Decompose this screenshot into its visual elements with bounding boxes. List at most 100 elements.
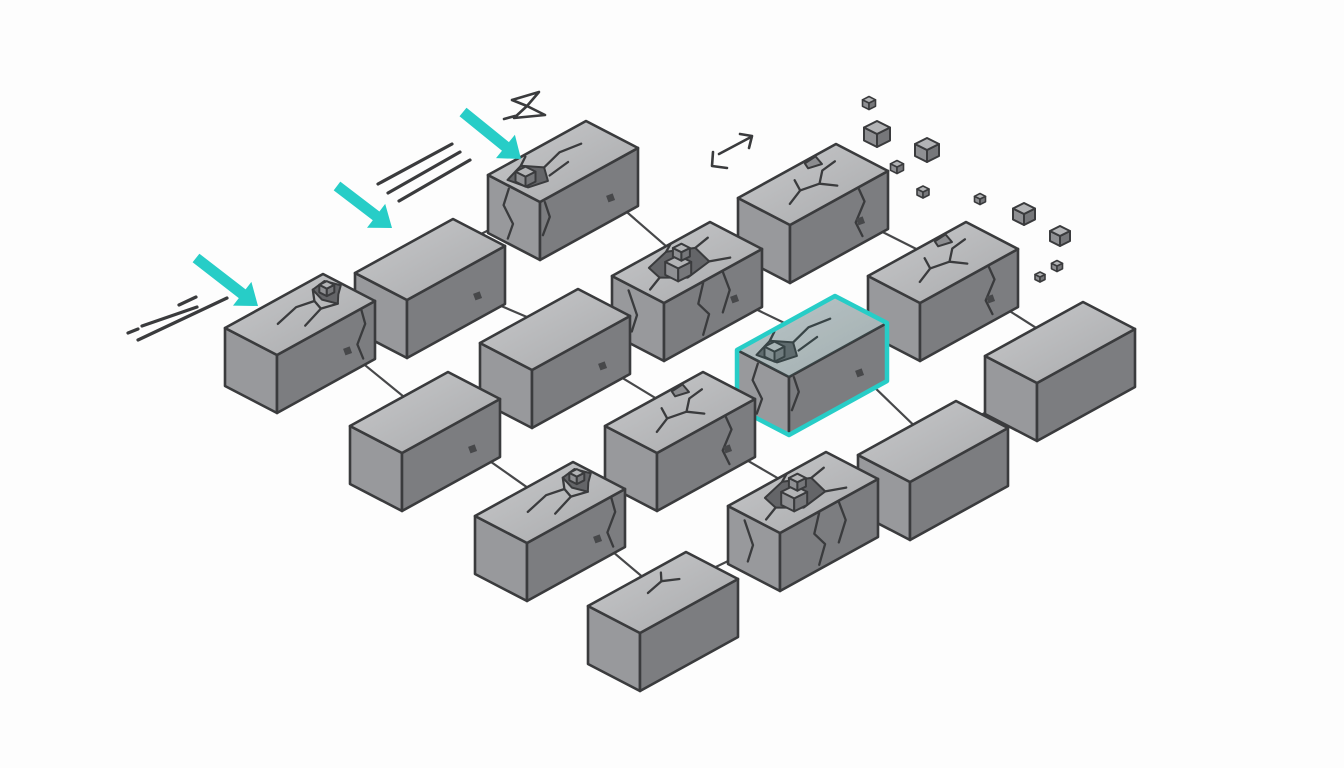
crack-line bbox=[542, 142, 583, 169]
crack-line bbox=[356, 308, 367, 360]
debris-fragment bbox=[318, 280, 336, 298]
block-b6-damaged bbox=[866, 220, 1020, 363]
crack-line bbox=[923, 257, 932, 270]
crack-line bbox=[837, 500, 847, 544]
crack-line bbox=[541, 201, 551, 237]
cube-top-face bbox=[671, 242, 691, 254]
block-top-face bbox=[586, 550, 740, 635]
motion-lines bbox=[376, 142, 472, 203]
crack-line bbox=[818, 182, 839, 187]
block-top-face bbox=[856, 399, 1010, 484]
debris-cube bbox=[889, 159, 905, 175]
cube-top-face bbox=[1050, 259, 1064, 267]
block-b12-damaged bbox=[603, 370, 757, 513]
crack-line bbox=[854, 187, 866, 238]
crack-line bbox=[781, 472, 788, 483]
crack-line bbox=[606, 496, 617, 548]
cube-top-face bbox=[514, 165, 537, 178]
crack-hole bbox=[803, 155, 823, 170]
cube-top-face bbox=[914, 137, 940, 151]
selection-tint bbox=[737, 296, 887, 377]
connection-nodes bbox=[343, 193, 996, 544]
block-top-face bbox=[983, 300, 1137, 385]
crack-line bbox=[648, 276, 661, 291]
crack-line bbox=[665, 242, 672, 253]
debris-cube bbox=[1034, 271, 1046, 283]
debris-fragment bbox=[568, 468, 586, 486]
connection-node-dot bbox=[723, 444, 733, 454]
crack-line bbox=[563, 487, 573, 498]
debris-fragment bbox=[514, 165, 537, 188]
crack-line bbox=[810, 466, 825, 480]
debris-cube bbox=[1049, 225, 1071, 247]
cube-top-face bbox=[1034, 271, 1046, 278]
crack-line bbox=[813, 511, 827, 566]
annotations bbox=[126, 90, 1071, 342]
connection-node-dot bbox=[598, 361, 608, 371]
block-top-face bbox=[603, 370, 757, 455]
block-top-face bbox=[866, 220, 1020, 305]
debris-cube bbox=[861, 95, 877, 111]
crack-line bbox=[313, 299, 323, 310]
debris-fragment bbox=[787, 472, 807, 492]
connection-node-dot bbox=[468, 444, 478, 454]
cube-top-face bbox=[916, 185, 930, 193]
crack-line bbox=[708, 256, 732, 263]
connection-node-dot bbox=[856, 216, 866, 226]
motion-lines bbox=[126, 295, 229, 342]
crack-line bbox=[768, 330, 776, 342]
crack-hole bbox=[933, 233, 953, 248]
block-b1-damaged bbox=[223, 272, 377, 415]
cube-top-face bbox=[763, 340, 786, 353]
block-top-face bbox=[736, 142, 890, 227]
cube-top-face bbox=[1049, 225, 1071, 237]
crack-line bbox=[721, 270, 731, 314]
block-b14-intact bbox=[856, 399, 1010, 542]
debris-fragment bbox=[763, 340, 786, 363]
block-grid bbox=[223, 119, 1137, 693]
crack-line bbox=[721, 415, 733, 466]
block-b15-damaged bbox=[586, 550, 740, 693]
cube-top-face bbox=[787, 472, 807, 484]
crack-hole bbox=[670, 383, 690, 398]
debris-cube bbox=[1050, 259, 1064, 273]
block-top-face bbox=[478, 287, 632, 372]
connection-node-dot bbox=[473, 291, 483, 301]
impact-arrow-left bbox=[192, 253, 258, 306]
expand-icon bbox=[710, 132, 754, 170]
block-b2-intact bbox=[353, 217, 507, 360]
debris-cube bbox=[863, 120, 891, 148]
crack-line bbox=[984, 265, 996, 316]
block-top-face bbox=[348, 370, 502, 455]
impact-arrow-middle bbox=[333, 181, 392, 228]
crack-line bbox=[797, 335, 819, 352]
connection-node-dot bbox=[730, 294, 740, 304]
crack-line bbox=[276, 288, 316, 326]
debris-cube bbox=[1012, 202, 1036, 226]
block-b11-damaged bbox=[473, 460, 627, 603]
crack-line bbox=[824, 486, 848, 493]
crack-line bbox=[697, 281, 711, 336]
block-top-face bbox=[353, 217, 507, 302]
block-b3-damaged bbox=[486, 119, 640, 262]
crack-line bbox=[660, 407, 669, 420]
crack-line bbox=[791, 317, 832, 344]
cube-top-face bbox=[568, 468, 586, 478]
block-b8-selected bbox=[734, 293, 890, 438]
debris-cube bbox=[973, 192, 987, 206]
crack-line bbox=[502, 187, 515, 240]
connection-node-dot bbox=[343, 346, 353, 356]
debris-fragment bbox=[671, 242, 691, 262]
block-b4-damaged bbox=[610, 220, 764, 363]
connection-node-dot bbox=[606, 193, 616, 203]
connection-node-dot bbox=[593, 534, 603, 544]
crack-line bbox=[948, 260, 969, 265]
crack-line bbox=[694, 236, 709, 250]
crack-line bbox=[526, 476, 566, 514]
block-b10-intact bbox=[348, 370, 502, 513]
crack-line bbox=[519, 155, 527, 167]
selection-outline bbox=[734, 293, 890, 438]
connection-node-dot bbox=[986, 294, 996, 304]
